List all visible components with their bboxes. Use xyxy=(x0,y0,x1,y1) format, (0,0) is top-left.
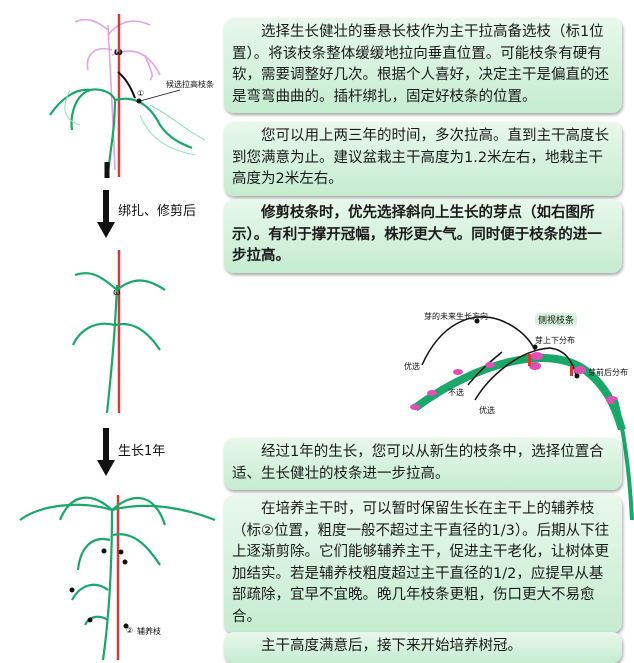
svg-text:ω: ω xyxy=(114,47,123,58)
step-text-3: 修剪枝条时，优先选择斜向上生长的芽点（如右图所示）。有利于撑开冠幅，株形更大气。… xyxy=(224,199,622,273)
plant-diagram-initial: ω xyxy=(49,14,206,178)
not-chosen-label: 不选 xyxy=(448,388,464,397)
preferred-label-2: 优选 xyxy=(479,406,495,415)
side-view-branch-diagram xyxy=(410,316,626,430)
front-back-label: 芽前后分布 xyxy=(588,368,628,377)
down-arrow-2 xyxy=(97,428,115,476)
arrow-label-bind-prune: 绑扎、修剪后 xyxy=(118,204,197,219)
up-down-label: 芽上下分布 xyxy=(535,336,575,345)
step-text-5: 在培养主干时，可以暂时保留生长在主干上的辅养枝（标②位置，粗度一般不超过主干直径… xyxy=(224,495,622,633)
preferred-label-1: 优选 xyxy=(404,362,420,371)
marker-2: ② xyxy=(126,626,134,635)
future-direction-label: 芽的未来生长方向 xyxy=(424,312,488,321)
aux-branch-label: 辅养枝 xyxy=(137,627,161,636)
side-view-title: 侧视枝条 xyxy=(535,313,578,326)
arrow-label-one-year: 生长1年 xyxy=(118,444,166,459)
plant-diagram-one-year xyxy=(19,495,216,660)
step-text-1: 选择生长健壮的垂悬长枝作为主干拉高备选枝（标1位置）。将该枝条整体缓缓地拉向垂直… xyxy=(224,18,622,113)
decorative-arc xyxy=(614,400,634,520)
step-text-6: 主干高度满意后，接下来开始培养树冠。 xyxy=(224,632,622,663)
marker-1: ① xyxy=(137,89,145,98)
step-text-2: 您可以用上两三年的时间，多次拉高。直到主干高度长到您满意为止。建议盆栽主干高度为… xyxy=(224,122,622,196)
step-text-4: 经过1年的生长，您可以从新生的枝条中，选择位置合适、生长健壮的枝条进一步拉高。 xyxy=(224,438,622,490)
plant-diagram-pruned: ω xyxy=(72,250,166,414)
svg-text:ω: ω xyxy=(113,288,121,298)
down-arrow-1 xyxy=(97,190,115,238)
candidate-branch-label: 候选拉高枝条 xyxy=(166,80,214,89)
